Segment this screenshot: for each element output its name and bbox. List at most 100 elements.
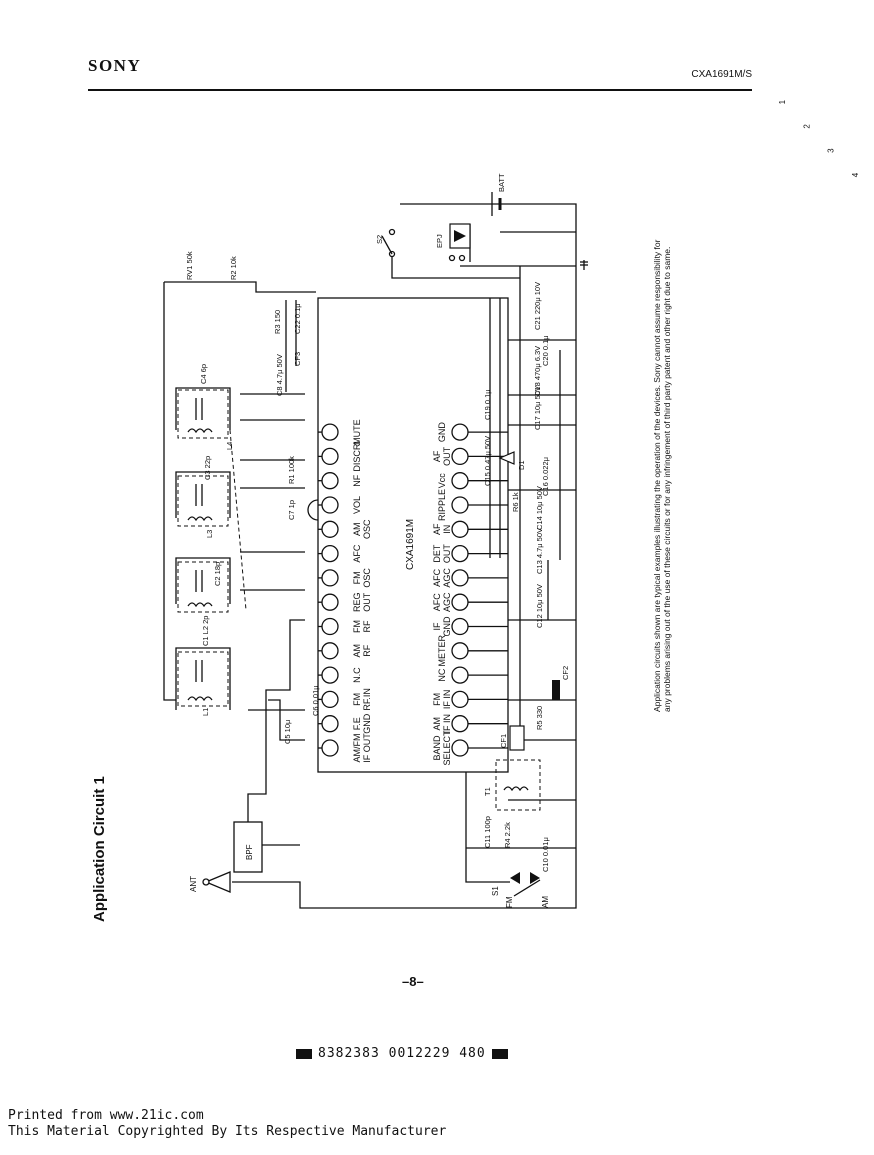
wiring xyxy=(163,203,577,909)
pin-label-12-line-1: FM xyxy=(352,693,362,706)
pin-label-3-line-1: NF xyxy=(352,474,362,486)
label-c3: C3 22p xyxy=(203,456,212,480)
label-c22: C22 0.1μ xyxy=(293,303,302,334)
label-batt: BATT xyxy=(497,173,506,192)
pin-label-7-line-1: FM xyxy=(352,571,362,584)
label-c19: C19 0.1μ xyxy=(483,389,492,420)
label-r3: R3 150 xyxy=(273,310,282,334)
ic-pin-12: 12FMRF.IN xyxy=(318,688,372,711)
pin-label-5-line-1: AM xyxy=(352,523,362,537)
pin-label-20-line-1: IF xyxy=(432,622,442,631)
ic-pin-10: 10AMRF xyxy=(318,642,372,660)
s1-am-label: AM xyxy=(541,896,550,908)
epj-jack xyxy=(448,223,471,262)
pin-label-23-line-1: DET xyxy=(432,544,442,563)
label-c10: C10 0.01μ xyxy=(541,837,550,872)
label-c5: C5 10μ xyxy=(283,720,292,744)
ant-label: ANT xyxy=(189,876,198,892)
label-c4: C4 6p xyxy=(199,364,208,384)
pin-label-19-line-1: METER xyxy=(437,635,447,667)
label-c15: C15 0.47μ 50V xyxy=(483,436,492,486)
ic-pin-11: 11N.C xyxy=(318,666,362,684)
coil-l3 xyxy=(177,475,229,527)
label-epj: EPJ xyxy=(435,234,444,248)
pin-label-16-line-1: AM xyxy=(432,717,442,731)
ic-pin-21: 21AFCAGC xyxy=(432,592,508,612)
pin-label-24-line-1: AF xyxy=(432,523,442,535)
barcode-text: 8382383 0012229 480 xyxy=(318,1046,486,1061)
label-r1: R1 100k xyxy=(287,456,296,484)
pin-label-8-line-1: REG xyxy=(352,592,362,612)
header-rule xyxy=(88,89,752,91)
figure-title: Application Circuit 1 xyxy=(91,776,108,922)
label-s2: S2 xyxy=(375,235,384,244)
ic-pin-7: 7FMOSC xyxy=(318,568,372,588)
label-cf2: CF2 xyxy=(561,666,570,680)
pin-label-18-line-1: NC xyxy=(437,668,447,681)
pin-label-6-line-1: AFC xyxy=(352,544,362,563)
label-r2: R2 10k xyxy=(229,256,238,280)
brand-logo: SONY xyxy=(88,56,142,75)
label-r4: R4 2.2k xyxy=(503,822,512,848)
led-d1 xyxy=(498,451,515,465)
pin-label-26-line-1: Vcc xyxy=(437,473,447,489)
part-number: CXA1691M/S xyxy=(691,69,752,80)
pin-label-1-line-1: MUTE xyxy=(352,419,362,445)
label-c7: C7 1p xyxy=(287,500,296,520)
pin-number-1: 1 xyxy=(778,99,787,104)
label-c12: C12 10μ 50V xyxy=(535,584,544,628)
ic-pin-15: 15BANDSELECT xyxy=(432,730,508,766)
pin-label-15-line-1: BAND xyxy=(432,735,442,761)
pin-label-25-line-1: RIPPLE xyxy=(437,489,447,521)
coil-l4 xyxy=(177,389,229,439)
s1-fm-label: FM xyxy=(505,896,514,908)
ic-pin-8: 8REGOUT xyxy=(318,592,372,612)
pin-label-17-line-2: IF IN xyxy=(442,690,452,710)
pin-label-13-line-2: GND xyxy=(362,713,372,734)
ic-body: CXA1691M xyxy=(307,297,509,773)
pin-number-4: 4 xyxy=(851,172,860,177)
s1-label: S1 xyxy=(491,886,500,896)
coil-l2 xyxy=(177,561,229,613)
antenna-symbol: ANT xyxy=(189,871,231,893)
ic-name: CXA1691M xyxy=(405,519,416,570)
barcode-block-right xyxy=(491,1048,508,1059)
pin-label-16-line-2: IF IN xyxy=(442,714,452,734)
coil-l1 xyxy=(177,651,229,707)
ground-symbol xyxy=(580,260,588,270)
label-r6: R6 1k xyxy=(511,492,520,512)
label-c2: C2 18p xyxy=(213,562,222,586)
label-c18: C18 470μ 6.3V xyxy=(533,346,542,396)
pin-label-7-line-2: OSC xyxy=(362,568,372,588)
pin-label-22-line-1: AFC xyxy=(432,568,442,587)
pin-label-9-line-1: FM xyxy=(352,620,362,633)
label-c17: C17 10μ 50V xyxy=(533,386,542,430)
pin-label-14-line-2: IF OUT xyxy=(362,733,372,763)
label-c13: C13 4.7μ 50V xyxy=(535,528,544,574)
pin-number-3: 3 xyxy=(827,148,836,153)
label-l4: L4 xyxy=(225,442,234,450)
ic-pin-3: 3NF xyxy=(318,148,836,490)
ic-pin-20: 20IFGND xyxy=(432,616,508,637)
bpf-block: BPF xyxy=(233,821,263,873)
pin-label-10-line-1: AM xyxy=(352,644,362,658)
ic-pin-6: 6AFC xyxy=(318,544,362,563)
label-c14: C14 10μ 50V xyxy=(535,486,544,530)
label-c21: C21 220μ 10V xyxy=(533,282,542,330)
pin-label-9-line-2: RF xyxy=(362,620,372,632)
footer-line-1: Printed from www.21ic.com xyxy=(8,1108,204,1123)
cf1-filter xyxy=(509,725,525,751)
pin-label-10-line-2: RF xyxy=(362,644,372,656)
barcode-block-left xyxy=(296,1048,312,1059)
pin-label-27-line-2: OUT xyxy=(442,446,452,466)
ic-pin-9: 9FMRF xyxy=(318,617,372,636)
barcode-line: 8382383 0012229 480 xyxy=(290,1046,514,1061)
ic-pin-19: 19METER xyxy=(437,635,508,667)
pin-label-28-line-1: GND xyxy=(437,422,447,443)
switch-s1: S1 FM AM xyxy=(491,872,550,908)
pin-label-2-line-1: DISCRI xyxy=(352,441,362,472)
label-c6: C6 0.01μ xyxy=(311,685,320,716)
